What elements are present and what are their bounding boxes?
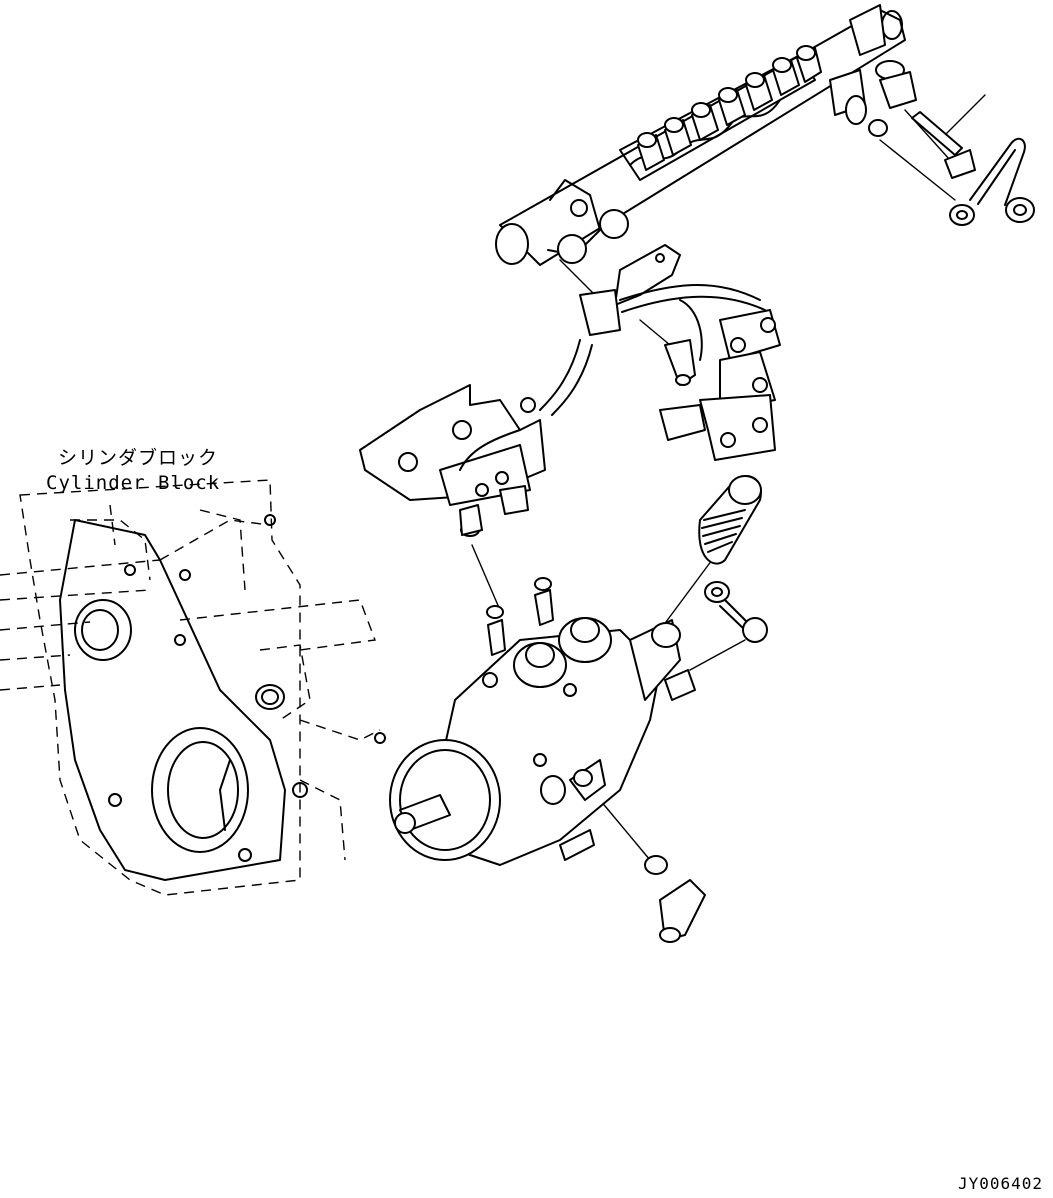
common-rail [495, 4, 917, 266]
leader-line [879, 139, 956, 201]
pipe-clamp-bracket [359, 384, 546, 537]
supply-pump [389, 577, 696, 866]
cylinder-block-label-jp: シリンダブロック [58, 446, 218, 469]
leader-line [689, 639, 746, 671]
banjo-fitting [704, 581, 768, 643]
rubber-boot [698, 475, 762, 565]
bolt [911, 111, 976, 179]
drain-plug [644, 855, 706, 943]
cylinder-block-label-en: Cylinder Block [46, 472, 220, 494]
drawing-code: JY006402 [958, 1174, 1043, 1193]
leader-line [659, 559, 713, 631]
cylinder-block-outline [0, 479, 386, 896]
leader-line [599, 799, 651, 861]
leader-line [471, 544, 501, 611]
leader-line [939, 94, 986, 141]
return-pipe [949, 137, 1035, 226]
rail-ports [637, 45, 822, 171]
leader-line [639, 319, 671, 346]
pipe-bracket [539, 244, 781, 461]
